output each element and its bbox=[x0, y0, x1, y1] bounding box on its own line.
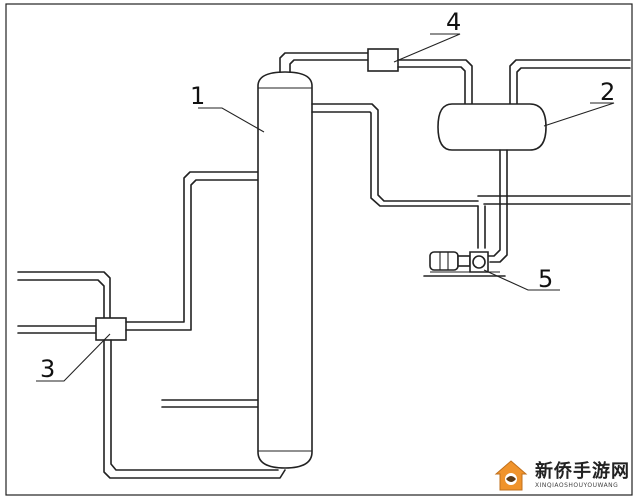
left-feed-pipes bbox=[17, 271, 111, 334]
bottoms-return-pipe bbox=[103, 339, 286, 479]
drum-to-pump-pipe bbox=[477, 149, 508, 263]
side-draw-pipe bbox=[161, 399, 259, 408]
watermark: 新侨手游网 XINQIAOSHOUYOUWANG bbox=[493, 458, 630, 494]
exchanger-to-drum-pipe bbox=[397, 59, 473, 105]
house-icon bbox=[494, 460, 528, 491]
label-mixer: 3 bbox=[40, 355, 55, 383]
distillation-column bbox=[257, 71, 313, 469]
mixer-to-column-pipe bbox=[125, 171, 259, 331]
watermark-subtitle: XINQIAOSHOUYOUWANG bbox=[535, 482, 619, 489]
diagram-border bbox=[5, 3, 633, 496]
label-pump: 5 bbox=[538, 265, 553, 293]
overhead-vapor-pipe bbox=[279, 52, 369, 73]
reflux-drum bbox=[437, 103, 547, 151]
drum-vent-pipe bbox=[509, 59, 631, 105]
watermark-text: 新侨手游网 XINQIAOSHOUYOUWANG bbox=[535, 463, 630, 489]
label-column: 1 bbox=[190, 82, 205, 110]
reflux-pipe bbox=[311, 103, 479, 207]
label-drum: 2 bbox=[600, 78, 615, 106]
product-outlet-pipe bbox=[477, 195, 631, 205]
leader-lines bbox=[36, 33, 615, 382]
heat-exchanger-box bbox=[367, 48, 399, 72]
mixer-box bbox=[95, 317, 127, 341]
label-exchanger: 4 bbox=[446, 8, 461, 36]
watermark-title: 新侨手游网 bbox=[535, 461, 630, 482]
